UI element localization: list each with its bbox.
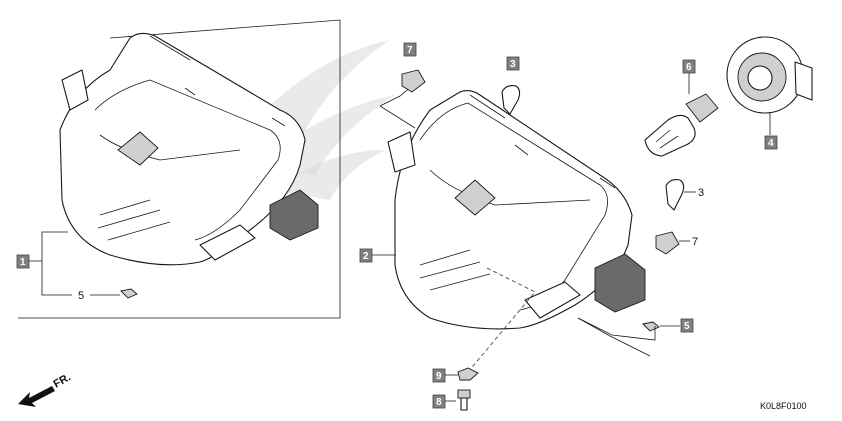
callout-4: 4 bbox=[764, 135, 778, 150]
callout-8-label: 8 bbox=[436, 397, 442, 408]
callout-6-label: 6 bbox=[686, 62, 692, 73]
callout-7-right-label: 7 bbox=[692, 236, 698, 248]
callout-1: 1 bbox=[16, 254, 30, 269]
assembly-frame bbox=[18, 19, 341, 319]
callout-1-label: 1 bbox=[20, 257, 26, 268]
screw bbox=[457, 389, 471, 411]
headlight-bulb bbox=[644, 93, 719, 157]
socket-cover bbox=[726, 36, 813, 114]
callout-9: 9 bbox=[432, 368, 446, 383]
callout-5-right-label: 5 bbox=[684, 321, 690, 332]
callout-5-left: 5 bbox=[78, 290, 84, 302]
callout-3-right: 3 bbox=[698, 187, 704, 199]
position-bulb-right bbox=[665, 179, 685, 211]
callout-2: 2 bbox=[359, 248, 373, 263]
callout-5-right: 5 bbox=[680, 318, 694, 333]
callout-8: 8 bbox=[432, 394, 446, 409]
callout-3-top-label: 3 bbox=[510, 59, 516, 70]
alignment-dashed-line bbox=[467, 267, 536, 373]
speed-nut bbox=[457, 367, 479, 381]
diagram-code: K0L8F0100 bbox=[760, 401, 807, 411]
clip-nut-left bbox=[120, 288, 138, 299]
headlight-assembly-left bbox=[59, 32, 319, 266]
callout-5-left-label: 5 bbox=[78, 290, 84, 302]
callout-4-label: 4 bbox=[768, 138, 774, 149]
callout-2-label: 2 bbox=[363, 251, 369, 262]
callout-7-top: 7 bbox=[403, 42, 417, 57]
callout-3-right-label: 3 bbox=[698, 187, 704, 199]
callout-7-right: 7 bbox=[692, 236, 698, 248]
callout-9-label: 9 bbox=[436, 371, 442, 382]
callout-7-top-label: 7 bbox=[407, 45, 413, 56]
rubber-cap-right bbox=[655, 231, 680, 255]
position-bulb-top bbox=[501, 85, 521, 115]
front-direction-arrow: FR. bbox=[18, 371, 73, 407]
clip-nut-right bbox=[642, 321, 660, 332]
callout-3-top: 3 bbox=[506, 56, 520, 71]
front-label: FR. bbox=[52, 371, 73, 390]
callout-6: 6 bbox=[682, 59, 696, 74]
headlight-housing-right bbox=[387, 89, 646, 330]
rubber-cap-top bbox=[401, 69, 426, 93]
